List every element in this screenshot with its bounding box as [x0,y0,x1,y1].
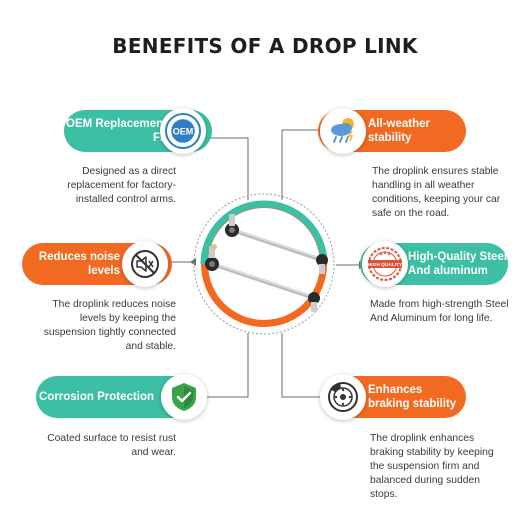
drop-link-image [193,193,335,335]
brake-disc-icon [320,374,366,420]
mute-icon [122,241,168,287]
benefit-desc-all-weather: The droplink ensures stable handling in … [372,166,501,219]
benefit-title-oem-fit: OEM Replacement Fit [66,118,167,144]
oem-badge-icon: OEM [160,108,206,154]
benefit-title-high-quality: High-Quality Steel And aluminum [408,251,508,277]
oem-badge-text: OEM [173,127,194,137]
benefit-desc-high-quality: Made from high-strength Steel And Alumin… [370,299,509,324]
quality-stamp-icon: HIGH QUALITY [362,241,408,287]
benefit-title-corrosion: Corrosion Protection [38,391,154,403]
quality-stamp-text: HIGH QUALITY [368,262,403,268]
benefit-desc-braking: The droplink enhances braking stability … [370,433,494,500]
page-title: BENEFITS OF A DROP LINK [112,34,418,58]
benefit-title-all-weather: All-weather stability [368,118,430,144]
weather-icon [320,108,366,154]
benefit-desc-oem-fit: Designed as a direct replacement for fac… [67,166,176,205]
benefit-desc-corrosion: Coated surface to resist rust and wear. [47,433,176,458]
shield-check-icon [161,374,207,420]
benefit-desc-noise: The droplink reduces noise levels by kee… [43,299,176,352]
benefit-title-noise: Reduces noise levels [38,251,120,277]
benefit-title-braking: Enhances braking stability [368,384,457,410]
